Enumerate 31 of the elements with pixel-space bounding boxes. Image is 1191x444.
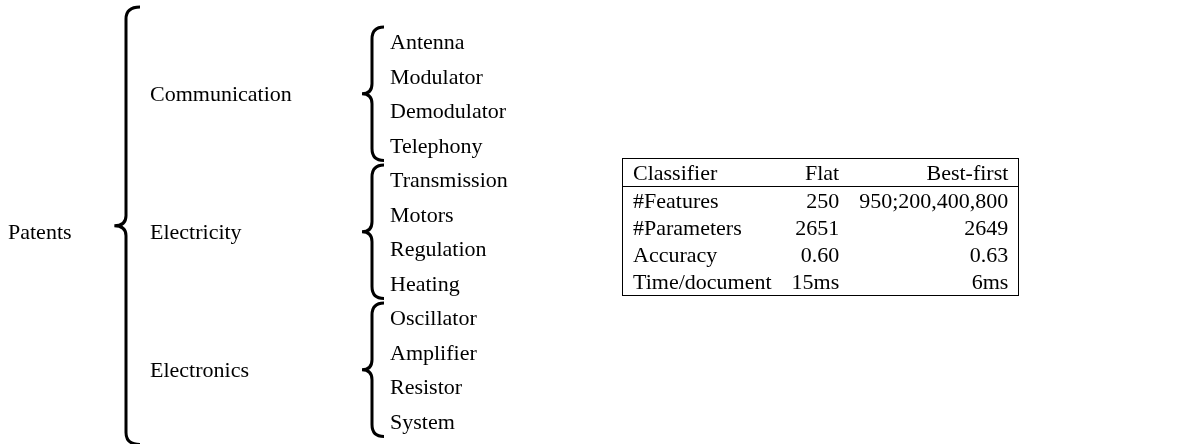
table-cell: #Parameters [622,214,782,241]
table-cell: 15ms [781,268,850,296]
subcategory-label: Antenna [390,29,465,55]
subcategory-label: Modulator [390,63,483,90]
column-header: Classifier [622,158,782,187]
category-label: Electricity [150,218,242,245]
subcategory-label: Transmission [390,167,508,193]
subcategory-label: Resistor [390,374,463,400]
category-label: Communication [150,80,292,107]
subcategory-label: Telephony [390,132,483,159]
subcategory-label: Regulation [390,236,487,262]
subcategory-label: Amplifier [390,339,477,366]
table-cell: Accuracy [622,241,782,268]
table-cell: 250 [781,186,850,214]
column-header: Flat [781,158,850,187]
table-cell: 2649 [849,214,1019,241]
subcategory-label: System [390,408,455,435]
table-cell: 950;200,400,800 [849,186,1019,214]
column-header: Best-first [849,158,1019,187]
root-label: Patents [8,218,72,245]
subcategory-label: Demodulator [390,98,507,124]
subcategory-label: Heating [390,270,460,297]
category-label: Electronics [150,356,249,383]
subcategory-label: Oscillator [390,305,477,331]
table-cell: 6ms [849,268,1019,296]
table-cell-text: 2651 [794,214,841,241]
table-cell-text: 0.60 [799,241,841,268]
table-cell: 0.63 [849,241,1019,268]
table-cell: Time/document [622,268,782,296]
table-cell: #Features [622,186,782,214]
subcategory-label: Motors [390,201,454,228]
